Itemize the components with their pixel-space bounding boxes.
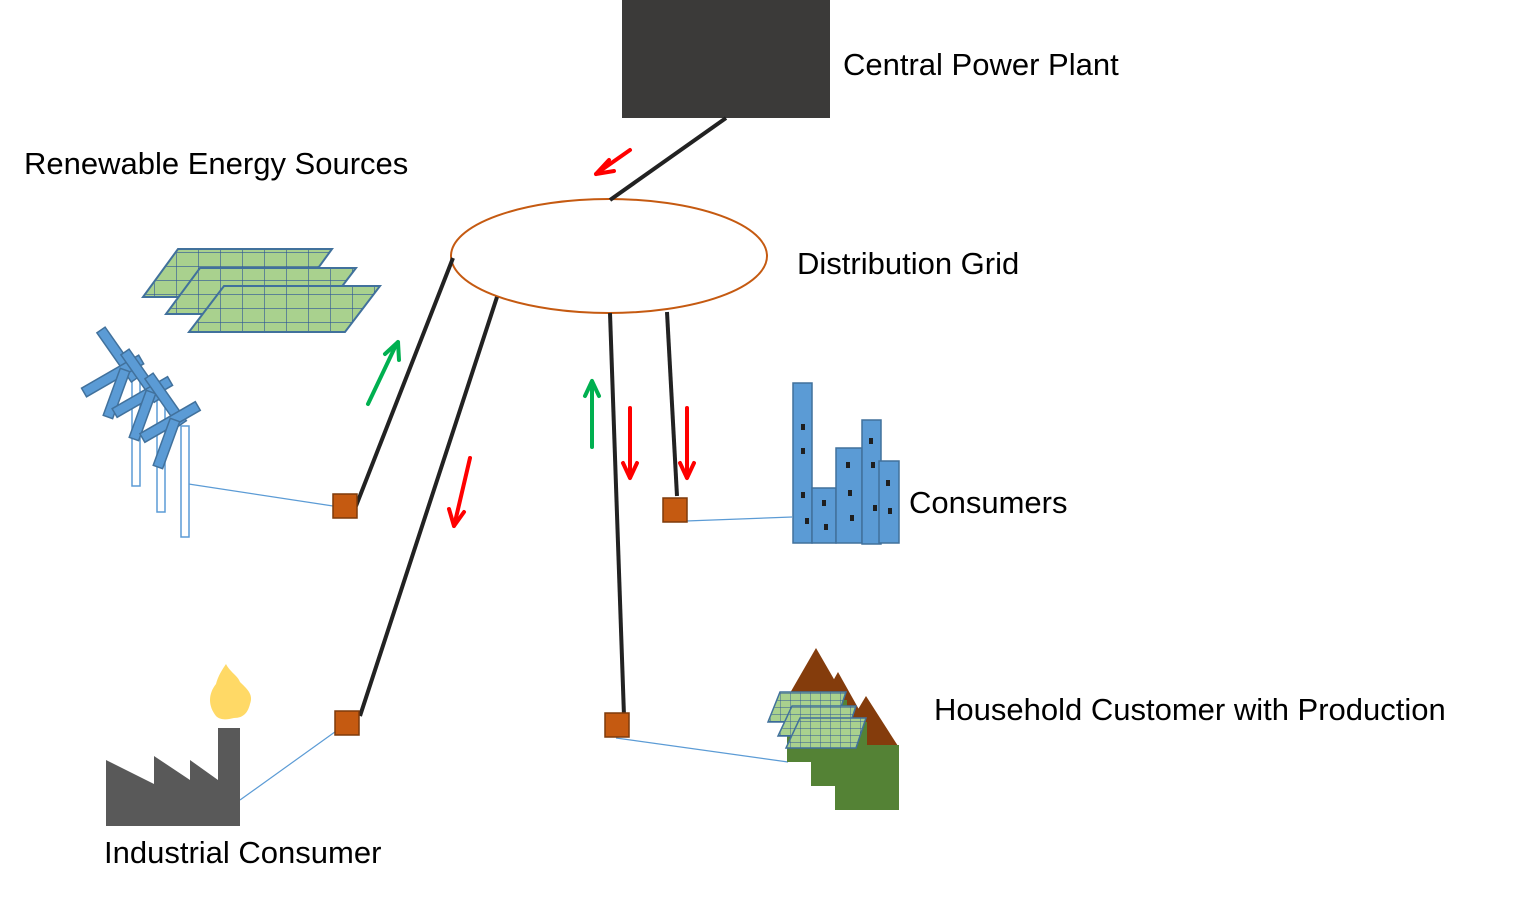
consumers-meter-connector <box>685 516 793 522</box>
flame-icon <box>210 664 252 720</box>
smart-meter-icon <box>332 493 358 519</box>
factory-icon <box>106 664 252 826</box>
red-arrow-icon <box>621 406 639 480</box>
plant-grid-line <box>608 116 728 202</box>
connection-lines <box>354 116 728 717</box>
distribution-grid-ring <box>450 198 768 314</box>
household-meter-connector <box>615 737 789 763</box>
houses-with-solar-icon <box>766 648 899 810</box>
industrial-consumer-label: Industrial Consumer <box>104 835 382 870</box>
household-grid-line <box>608 312 626 717</box>
renewables-grid-line <box>354 257 455 507</box>
central-power-plant-label: Central Power Plant <box>843 47 1119 82</box>
city-buildings-icon <box>792 382 900 545</box>
consumers-grid-line <box>665 311 679 497</box>
red-arrow-icon <box>594 148 632 176</box>
industrial-grid-line <box>358 296 499 717</box>
smart-meter-icon <box>662 497 688 523</box>
solar-panel-icon <box>141 248 383 333</box>
green-arrow-icon <box>366 340 401 406</box>
flow-arrows <box>366 148 696 528</box>
red-arrow-icon <box>447 456 472 528</box>
building-windows <box>801 424 892 530</box>
smart-meter-icon <box>334 710 360 736</box>
household-customer-label: Household Customer with Production <box>934 692 1446 727</box>
red-arrow-icon <box>678 406 696 480</box>
meter-connectors <box>181 482 793 801</box>
power-plant-block-icon <box>622 0 830 118</box>
meters <box>332 493 688 738</box>
industrial-meter-connector <box>239 723 347 801</box>
renewables-meter-connector <box>181 482 334 507</box>
smart-meter-icon <box>604 712 630 738</box>
distribution-grid-label: Distribution Grid <box>797 246 1020 281</box>
renewable-energy-sources-label: Renewable Energy Sources <box>24 146 409 181</box>
consumers-label: Consumers <box>909 485 1068 520</box>
wind-turbine-icon <box>80 326 202 538</box>
green-arrow-icon <box>583 379 601 449</box>
